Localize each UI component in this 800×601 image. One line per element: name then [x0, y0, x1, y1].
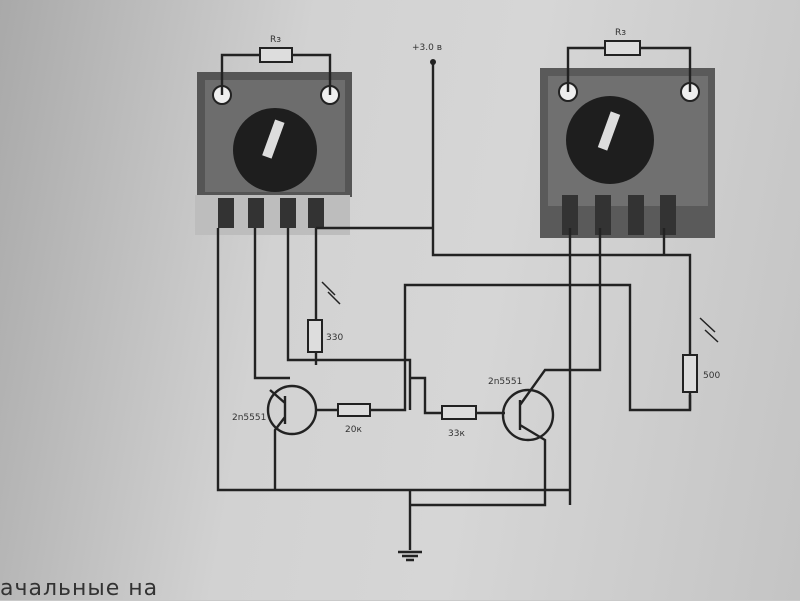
right-transistor-label: 2n5551: [488, 377, 522, 387]
ground-icon: [398, 550, 422, 562]
left-led-resistor-label: 330: [326, 333, 343, 343]
left-transistor-label: 2n5551: [232, 413, 266, 423]
right-transistor: [501, 388, 555, 442]
right-sensor-module: [540, 68, 715, 238]
right-led-resistor-label: 500: [703, 371, 720, 381]
left-led-resistor: [307, 319, 323, 353]
right-top-resistor: [604, 40, 641, 56]
base-resistor-left: [337, 403, 371, 417]
supply-label: +3.0 в: [412, 43, 442, 53]
base-resistor-right-label: 33к: [448, 429, 465, 439]
footer-text: ачальные на: [0, 576, 159, 601]
left-top-resistor: [259, 47, 293, 63]
base-resistor-left-label: 20к: [345, 425, 362, 435]
left-top-resistor-label: Rз: [270, 35, 281, 45]
right-led-resistor: [682, 354, 698, 393]
led-arrows-icon: [321, 281, 719, 343]
left-sensor-module: [195, 72, 352, 235]
base-resistor-right: [441, 405, 477, 420]
right-top-resistor-label: Rз: [615, 28, 626, 38]
